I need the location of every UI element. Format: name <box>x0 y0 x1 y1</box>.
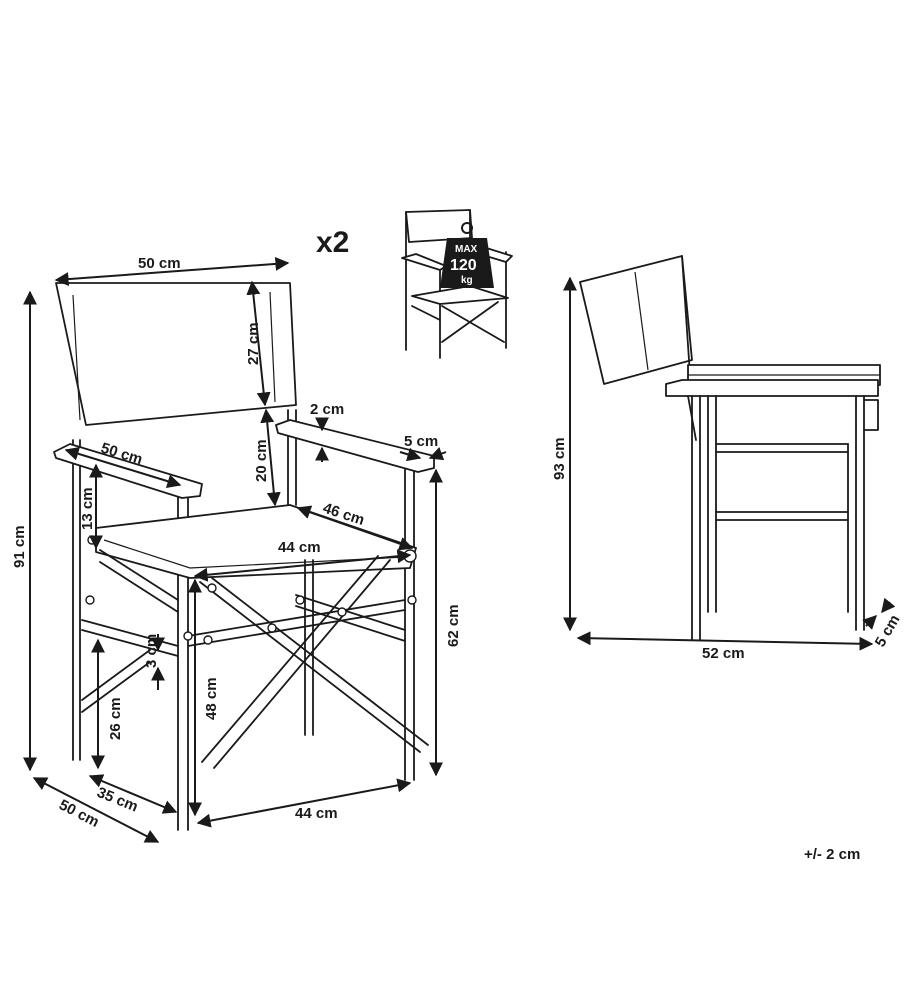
tolerance-note: +/- 2 cm <box>804 846 860 863</box>
max-load-line1: MAX <box>455 244 478 255</box>
folded-backrest <box>579 255 693 385</box>
max-load-line2: 120 <box>450 257 477 274</box>
cross-leg-a <box>199 577 429 753</box>
dim-seat-width: 44 cm <box>278 539 321 556</box>
dim-backrest-height: 27 cm <box>245 322 262 365</box>
dim-armrest-above-seat: 13 cm <box>79 487 96 530</box>
dim-back-width: 50 cm <box>138 255 181 272</box>
dim-folded-thickness: 5 cm <box>872 612 904 650</box>
dim-back-gap: 20 cm <box>253 439 270 482</box>
chair-front-view <box>53 282 435 831</box>
dim-total-height: 91 cm <box>11 525 28 568</box>
dim-base-depth-inner: 35 cm <box>95 784 141 816</box>
folded-dimensions: 93 cm 52 cm 5 cm <box>551 276 904 662</box>
dim-base-width: 44 cm <box>295 805 338 822</box>
max-load-line3: kg <box>461 275 473 286</box>
dim-seat-height: 48 cm <box>203 677 220 720</box>
max-load-icon: MAX 120 kg <box>440 222 494 288</box>
folded-armrest <box>665 379 879 397</box>
chair-folded-side-view <box>579 255 881 641</box>
dim-armrest-thickness: 2 cm <box>310 401 344 418</box>
cross-leg-b <box>201 555 391 769</box>
quantity-label: x2 <box>316 226 349 259</box>
dim-folded-height: 93 cm <box>551 437 568 480</box>
dim-rail-height: 26 cm <box>107 697 124 740</box>
dim-armrest-width: 5 cm <box>404 433 438 450</box>
dim-rail-thickness: 3 cm <box>143 634 160 668</box>
dim-armrest-height: 62 cm <box>445 604 462 647</box>
dim-folded-depth: 52 cm <box>702 645 745 662</box>
